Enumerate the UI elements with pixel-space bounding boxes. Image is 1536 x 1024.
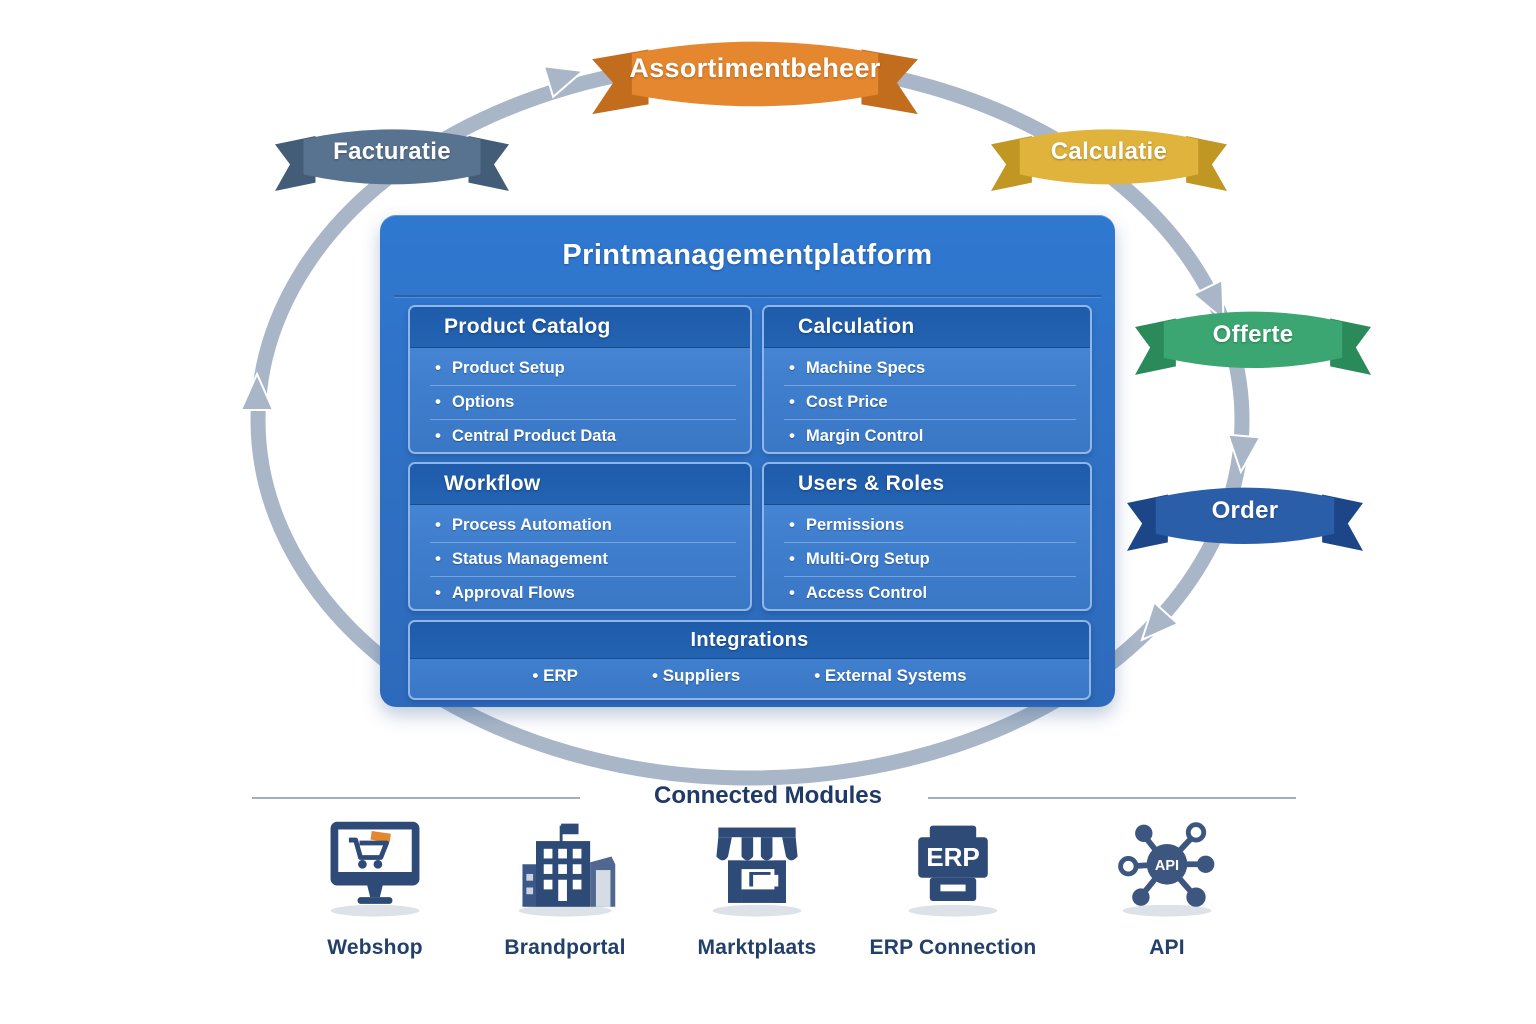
ribbon-label: Calculatie: [1050, 138, 1168, 166]
connected-module-api: API API: [1072, 814, 1262, 974]
list-item: Options: [430, 386, 736, 420]
list-item: Cost Price: [784, 386, 1076, 420]
ribbon-label: Facturatie: [333, 138, 451, 166]
module-card-title: Integrations: [410, 622, 1089, 659]
ribbon-label: Order: [1211, 497, 1279, 525]
ribbon-label: Offerte: [1212, 321, 1294, 349]
list-item: ERP: [532, 666, 578, 686]
module-card-users-roles: Users & Roles Permissions Multi-Org Setu…: [762, 462, 1092, 611]
connected-module-brandportal: Brandportal: [470, 814, 660, 974]
flow-arrowhead-right-lower-icon: [1140, 600, 1180, 642]
module-card-title: Calculation: [764, 307, 1090, 348]
list-item: Central Product Data: [430, 420, 736, 452]
storefront-icon: [712, 827, 802, 917]
module-card-calculation: Calculation Machine Specs Cost Price Mar…: [762, 305, 1092, 454]
erp-icon-text: ERP: [926, 842, 980, 872]
building-flag-icon: [518, 823, 616, 917]
module-label: Marktplaats: [697, 936, 817, 959]
list-item: Machine Specs: [784, 352, 1076, 386]
ribbon-banner-icon: [275, 129, 509, 191]
ribbon-banner-icon: [1127, 487, 1363, 551]
connected-module-erp-connection: ERP ERP Connection: [858, 814, 1048, 974]
flow-arrowhead-top-icon: [542, 65, 586, 99]
module-card-items: Process Automation Status Management App…: [430, 509, 736, 609]
api-network-icon: API: [1118, 822, 1215, 917]
list-item: Access Control: [784, 577, 1076, 609]
ribbon-assortimentbeheer: Assortimentbeheer: [588, 26, 922, 120]
flow-arrowhead-right-mid-icon: [1226, 433, 1262, 475]
list-item: Product Setup: [430, 352, 736, 386]
list-item: Process Automation: [430, 509, 736, 543]
ribbon-facturatie: Facturatie: [272, 116, 512, 196]
module-label: Webshop: [327, 936, 423, 959]
module-card-title: Product Catalog: [410, 307, 750, 348]
list-item: Suppliers: [652, 666, 740, 686]
panel-divider: [394, 295, 1101, 297]
module-label: ERP Connection: [869, 936, 1037, 959]
module-card-product-catalog: Product Catalog Product Setup Options Ce…: [408, 305, 752, 454]
ribbon-label: Assortimentbeheer: [629, 53, 881, 84]
ribbon-banner-icon: [1135, 311, 1371, 375]
webshop-monitor-cart-icon: [330, 821, 420, 917]
api-icon-text: API: [1155, 858, 1179, 874]
module-card-integrations: Integrations ERP Suppliers External Syst…: [408, 620, 1091, 700]
module-card-items: Permissions Multi-Org Setup Access Contr…: [784, 509, 1076, 609]
ribbon-order: Order: [1124, 474, 1366, 556]
module-label: Brandportal: [504, 936, 626, 959]
ribbon-banner-icon: [991, 129, 1227, 191]
list-item: Status Management: [430, 543, 736, 577]
module-card-items: Machine Specs Cost Price Margin Control: [784, 352, 1076, 452]
ribbon-calculatie: Calculatie: [988, 116, 1230, 196]
module-card-items: Product Setup Options Central Product Da…: [430, 352, 736, 452]
list-item: External Systems: [814, 666, 967, 686]
module-card-workflow: Workflow Process Automation Status Manag…: [408, 462, 752, 611]
ribbon-banner-icon: [592, 41, 918, 115]
module-label: API: [1149, 936, 1185, 959]
module-card-title: Workflow: [410, 464, 750, 505]
module-card-title: Users & Roles: [764, 464, 1090, 505]
erp-box-icon: ERP: [908, 825, 998, 917]
printmanagement-platform-panel: Printmanagementplatform Product Catalog …: [380, 215, 1115, 707]
connected-module-webshop: Webshop: [280, 814, 470, 974]
list-item: Multi-Org Setup: [784, 543, 1076, 577]
ribbon-offerte: Offerte: [1132, 298, 1374, 380]
divider-line: [252, 797, 580, 799]
list-item: Approval Flows: [430, 577, 736, 609]
list-item: Permissions: [784, 509, 1076, 543]
flow-arrowhead-right-upper-icon: [1191, 278, 1225, 322]
connected-modules-title: Connected Modules: [653, 782, 882, 809]
platform-title: Printmanagementplatform: [562, 239, 933, 271]
connected-module-marktplaats: Marktplaats: [662, 814, 852, 974]
flow-arrowhead-left-up-icon: [239, 371, 275, 411]
list-item: Margin Control: [784, 420, 1076, 452]
integrations-items: ERP Suppliers External Systems: [410, 666, 1089, 686]
divider-line: [928, 797, 1296, 799]
